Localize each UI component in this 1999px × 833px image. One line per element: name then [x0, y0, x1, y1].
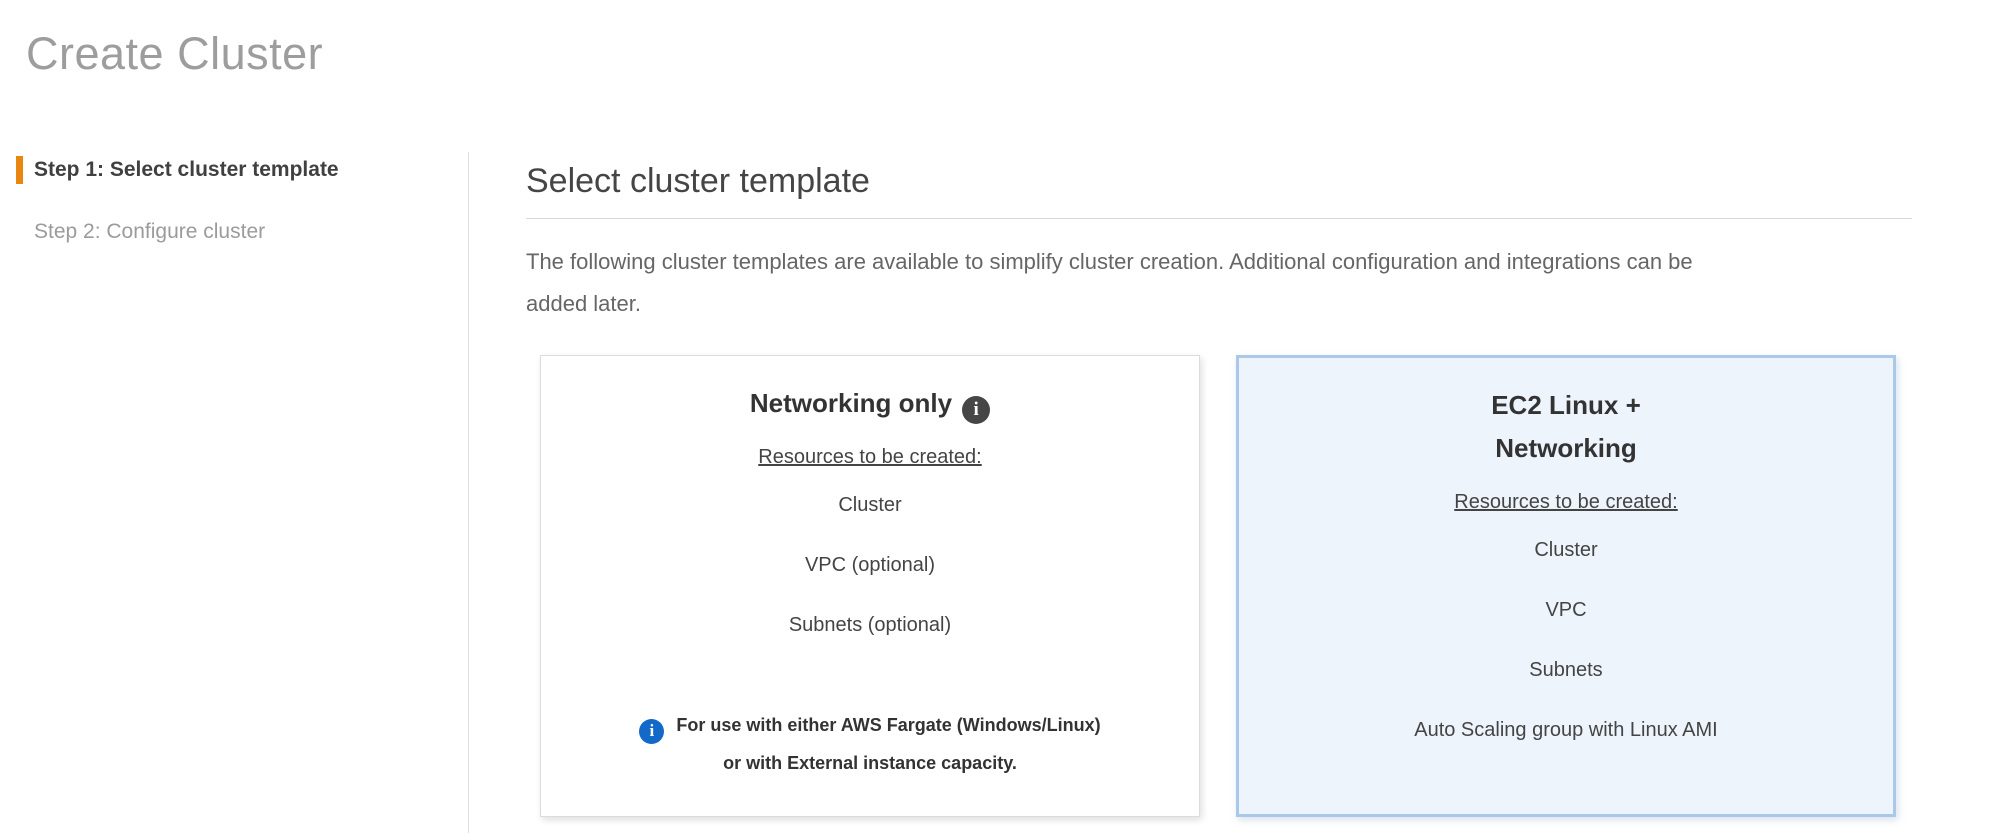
resource-item: Subnets: [1529, 659, 1603, 681]
resource-item: VPC (optional): [804, 554, 936, 576]
resource-item: Auto Scaling group with Linux AMI: [1414, 719, 1718, 741]
step-1-select-cluster-template[interactable]: Step 1: Select cluster template: [16, 156, 468, 184]
step-2-configure-cluster: Step 2: Configure cluster: [34, 220, 266, 243]
description-line: The following cluster templates are avai…: [526, 249, 1693, 274]
description-line: added later.: [526, 291, 641, 316]
info-icon: i: [639, 718, 665, 744]
template-card-networking-only[interactable]: Networking only i Resources to be created…: [540, 355, 1200, 817]
card-title: EC2 Linux + Networking: [1491, 384, 1641, 470]
resource-item: Cluster: [838, 494, 902, 516]
card-title-line: Networking: [1495, 433, 1637, 463]
note-line: For use with either AWS Fargate (Windows…: [676, 715, 1101, 735]
main-panel: Select cluster template The following cl…: [468, 152, 1999, 833]
resource-item: Cluster: [1534, 539, 1598, 561]
templates-description: The following cluster templates are avai…: [526, 241, 1912, 325]
section-heading: Select cluster template: [526, 162, 870, 200]
resource-item: VPC: [1545, 599, 1587, 621]
heading-divider: [526, 218, 1912, 219]
resources-heading: Resources to be created:: [758, 446, 982, 468]
note-line: or with External instance capacity.: [723, 753, 1017, 773]
resource-item: Subnets (optional): [788, 614, 952, 636]
wizard-steps-sidebar: Step 1: Select cluster template Step 2: …: [0, 152, 468, 833]
wizard-layout: Step 1: Select cluster template Step 2: …: [0, 152, 1999, 833]
card-title: Networking only i: [749, 382, 991, 425]
card-title-line: EC2 Linux +: [1491, 390, 1641, 420]
card-title-label: Networking only: [749, 388, 953, 418]
template-cards: Networking only i Resources to be created…: [540, 355, 1912, 817]
page-header: Create Cluster: [0, 0, 1999, 80]
info-icon[interactable]: i: [962, 395, 991, 424]
template-card-ec2-linux-networking[interactable]: EC2 Linux + Networking Resources to be c…: [1236, 355, 1896, 817]
fargate-usage-note: i For use with either AWS Fargate (Window…: [639, 706, 1101, 782]
page-title: Create Cluster: [26, 28, 324, 79]
resources-heading: Resources to be created:: [1454, 491, 1678, 513]
